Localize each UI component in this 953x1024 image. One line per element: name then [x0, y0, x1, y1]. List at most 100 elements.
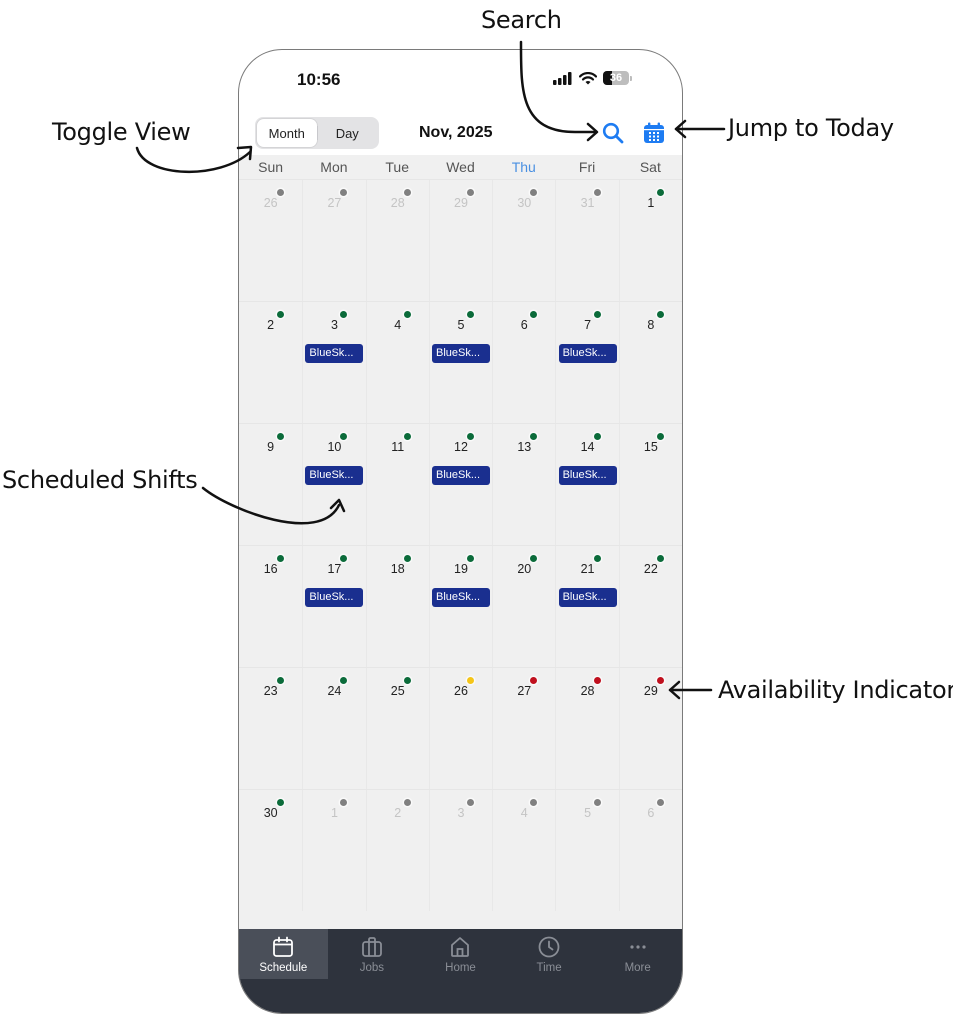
day-cell[interactable]: 18: [365, 546, 429, 667]
shift-chip[interactable]: BlueSk...: [558, 588, 617, 607]
shift-chip[interactable]: BlueSk...: [431, 344, 490, 363]
shift-chip[interactable]: BlueSk...: [558, 344, 617, 363]
search-button[interactable]: [600, 120, 626, 146]
day-number: 4: [520, 806, 528, 820]
availability-dot-available: [466, 433, 474, 440]
day-cell[interactable]: 26: [428, 668, 492, 789]
day-cell[interactable]: 4: [365, 302, 429, 423]
shift-chip[interactable]: BlueSk...: [305, 344, 364, 363]
day-cell[interactable]: 27: [492, 668, 555, 789]
day-number: 7: [584, 318, 592, 332]
briefcase-icon: [361, 937, 382, 957]
availability-dot-unavailable: [593, 677, 601, 684]
signal-icon: [553, 71, 572, 85]
tab-label: More: [624, 962, 651, 974]
day-cell[interactable]: 9: [239, 424, 302, 545]
day-cell[interactable]: 30: [492, 180, 555, 301]
shift-chip[interactable]: BlueSk...: [305, 588, 364, 607]
day-cell[interactable]: 20: [492, 546, 555, 667]
day-number: 2: [267, 318, 275, 332]
day-cell[interactable]: 3: [428, 790, 492, 911]
tab-schedule[interactable]: Schedule: [239, 929, 328, 979]
day-cell[interactable]: 27: [302, 180, 365, 301]
availability-dot-none: [340, 799, 348, 806]
tab-time[interactable]: Time: [505, 929, 594, 979]
day-cell[interactable]: 24: [302, 668, 365, 789]
day-number: 1: [330, 806, 338, 820]
phone-frame: 10:56 36 Month Day Nov, 2025: [238, 49, 683, 1014]
status-icons: 36: [553, 71, 632, 85]
battery-tip: [630, 75, 632, 81]
shift-chip[interactable]: BlueSk...: [558, 466, 617, 485]
toggle-separator: [316, 126, 318, 140]
availability-dot-available: [276, 311, 284, 318]
tab-jobs[interactable]: Jobs: [328, 929, 417, 979]
toggle-month[interactable]: Month: [257, 119, 317, 147]
day-cell[interactable]: 31: [555, 180, 618, 301]
day-cell[interactable]: 30: [239, 790, 302, 911]
day-number: 5: [457, 318, 465, 332]
tab-home[interactable]: Home: [416, 929, 505, 979]
availability-dot-available: [276, 799, 284, 806]
weekday-thu: Thu: [511, 159, 536, 175]
calendar-today-icon: [644, 122, 664, 143]
day-number: 16: [263, 562, 278, 576]
day-cell[interactable]: 2: [365, 790, 429, 911]
day-number: 28: [580, 684, 595, 698]
day-cell[interactable]: 6: [618, 790, 682, 911]
day-cell[interactable]: 15: [618, 424, 682, 545]
day-cell[interactable]: 28: [555, 668, 618, 789]
day-cell[interactable]: 22: [618, 546, 682, 667]
day-cell[interactable]: 13: [492, 424, 555, 545]
day-number: 31: [580, 196, 595, 210]
day-cell[interactable]: 6: [492, 302, 555, 423]
day-number: 22: [643, 562, 658, 576]
jump-to-today-button[interactable]: [641, 120, 667, 146]
day-cell[interactable]: 4: [492, 790, 555, 911]
day-cell[interactable]: 28: [365, 180, 429, 301]
day-number: 6: [520, 318, 528, 332]
day-cell[interactable]: 29: [428, 180, 492, 301]
day-cell[interactable]: 23: [239, 668, 302, 789]
availability-dot-available: [656, 189, 664, 196]
day-cell[interactable]: 8: [618, 302, 682, 423]
day-cell[interactable]: 25: [365, 668, 429, 789]
availability-dot-available: [340, 311, 348, 318]
day-cell[interactable]: 1: [302, 790, 365, 911]
day-cell[interactable]: 29: [618, 668, 682, 789]
day-cell[interactable]: 26: [239, 180, 302, 301]
battery-fill: [603, 71, 613, 85]
day-cell[interactable]: 2: [239, 302, 302, 423]
day-number: 20: [517, 562, 532, 576]
view-toggle[interactable]: Month Day: [255, 117, 379, 149]
status-time: 10:56: [297, 70, 341, 89]
day-cell[interactable]: 1: [618, 180, 682, 301]
shift-chip[interactable]: BlueSk...: [431, 588, 490, 607]
day-number: 14: [580, 440, 595, 454]
shift-chip[interactable]: BlueSk...: [431, 466, 490, 485]
day-number: 26: [263, 196, 278, 210]
availability-dot-available: [340, 677, 348, 684]
day-number: 27: [327, 196, 342, 210]
day-cell[interactable]: 11: [365, 424, 429, 545]
availability-dot-available: [466, 555, 474, 562]
day-cell[interactable]: 16: [239, 546, 302, 667]
day-cell[interactable]: 5: [555, 790, 618, 911]
tab-more[interactable]: More: [593, 929, 682, 979]
annotation-availability-indicator: Availability Indicator: [718, 676, 953, 704]
shift-chip[interactable]: BlueSk...: [305, 466, 364, 485]
battery-icon: 36: [603, 71, 632, 85]
toggle-day[interactable]: Day: [335, 125, 359, 141]
weekday-wed: Wed: [446, 159, 475, 175]
availability-dot-available: [656, 555, 664, 562]
